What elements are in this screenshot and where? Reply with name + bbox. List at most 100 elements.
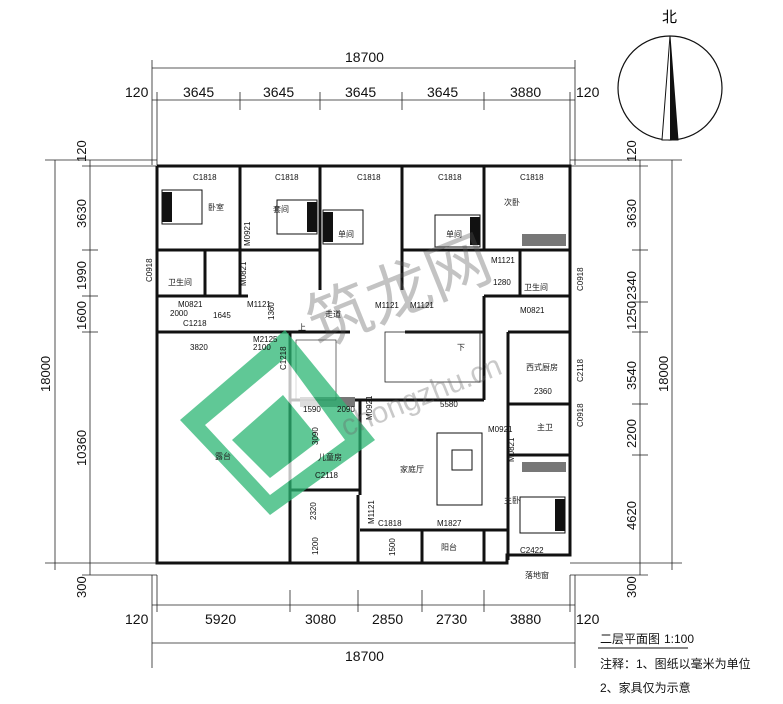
dim-code: 1500 [388, 538, 397, 556]
opening-codes: C1818 C1818 C1818 C1818 C1818 M0921 C091… [145, 173, 585, 556]
dim-code: 1590 [303, 405, 321, 414]
room-labels: 卧室 套间 单间 单间 次卧 卫生间 卫生间 走道 西式厨房 主卫 家庭厅 儿童… [168, 197, 558, 580]
right-dim-6: 4620 [624, 501, 639, 530]
drawing-title: 二层平面图 [600, 632, 660, 646]
window-code: C1818 [438, 173, 462, 182]
dim-code: 2000 [170, 309, 188, 318]
top-dimensions: 18700 120 3645 3645 3645 3645 3880 120 [125, 49, 600, 165]
bottom-dim-4: 2730 [436, 611, 467, 627]
stair-down-label: 下 [457, 343, 465, 352]
room-label-balcony: 阳台 [441, 542, 457, 552]
left-dimensions: 120 3630 1990 1600 10360 300 18000 [38, 140, 157, 598]
watermark-logo [180, 330, 375, 515]
dim-code: 1280 [493, 278, 511, 287]
door-code: M0821 [239, 261, 248, 286]
dim-code: 3090 [311, 427, 320, 445]
bed-icon [434, 214, 481, 248]
right-total-dim: 18000 [656, 356, 671, 392]
door-code: M1121 [410, 301, 434, 310]
right-dim-2: 2340 [624, 271, 639, 300]
window-code: C0918 [576, 267, 585, 291]
left-dim-3: 1600 [74, 301, 89, 330]
bottom-dim-5: 3880 [510, 611, 541, 627]
right-dim-0: 120 [624, 140, 639, 162]
bottom-total-dim: 18700 [345, 648, 384, 664]
left-dim-4: 10360 [74, 430, 89, 466]
left-dim-1: 3630 [74, 199, 89, 228]
right-dim-7: 300 [624, 576, 639, 598]
top-dim-1: 3645 [183, 84, 214, 100]
room-label-suite: 套间 [273, 204, 289, 214]
left-dim-0: 120 [74, 140, 89, 162]
bed-icon [322, 209, 364, 245]
dim-code: 2320 [309, 502, 318, 520]
window-code: C1818 [520, 173, 544, 182]
right-dim-3: 1250 [624, 301, 639, 330]
left-dim-5: 300 [74, 576, 89, 598]
dim-code: 1200 [311, 537, 320, 555]
door-code: M1827 [437, 519, 462, 528]
top-dim-4: 3645 [427, 84, 458, 100]
window-code: C2422 [520, 546, 544, 555]
top-dim-5: 3880 [510, 84, 541, 100]
window-code: C0918 [145, 258, 154, 282]
window-code: C1818 [193, 173, 217, 182]
dim-code: 2100 [253, 343, 271, 352]
top-dim-0: 120 [125, 84, 149, 100]
right-dim-1: 3630 [624, 199, 639, 228]
room-label-master-bath: 主卫 [537, 422, 553, 432]
window-code: C2118 [576, 358, 585, 382]
stair-up-label: 上 [298, 323, 306, 332]
bottom-dim-3: 2850 [372, 611, 403, 627]
window-code: C1818 [378, 519, 402, 528]
dim-code: 2360 [534, 387, 552, 396]
dim-code: 5580 [440, 400, 458, 409]
room-label-single-2: 单间 [446, 229, 462, 239]
note-line-2: 2、家具仅为示意 [600, 680, 691, 695]
drawing-scale: 1:100 [664, 632, 694, 646]
north-label: 北 [662, 9, 677, 26]
bottom-dim-0: 120 [125, 611, 149, 627]
room-label-bedroom: 卧室 [208, 202, 224, 212]
room-label-kitchen: 西式厨房 [526, 362, 558, 372]
right-dimensions: 120 3630 2340 1250 3540 2200 4620 300 18… [570, 140, 682, 598]
room-label-bay-window: 落地窗 [525, 570, 549, 580]
top-dim-3: 3645 [345, 84, 376, 100]
dim-code: 1360 [267, 302, 276, 320]
window-code: C0918 [576, 403, 585, 427]
window-code: C2118 [315, 471, 339, 480]
window-code: C1218 [183, 319, 207, 328]
room-label-secondary-bedroom: 次卧 [504, 197, 520, 207]
bed-icon [276, 199, 318, 235]
top-total-dim: 18700 [345, 49, 384, 65]
door-code: M0921 [243, 221, 252, 246]
top-dim-6: 120 [576, 84, 600, 100]
bed-icon [519, 496, 566, 534]
watermark-url: chongzhu.cn [336, 349, 506, 443]
bed-icon [161, 189, 203, 225]
bottom-dim-2: 3080 [305, 611, 336, 627]
bottom-dimensions: 120 5920 3080 2850 2730 3880 120 18700 [125, 575, 600, 668]
door-code: M0921 [488, 425, 513, 434]
room-label-child-room: 儿童房 [318, 452, 342, 462]
door-code: M0921 [365, 395, 374, 420]
window-code: C1818 [275, 173, 299, 182]
bottom-dim-6: 120 [576, 611, 600, 627]
note-line-1: 注释：1、图纸以毫米为单位 [600, 656, 751, 671]
right-dim-5: 2200 [624, 419, 639, 448]
door-code: M1121 [247, 300, 271, 309]
door-code: M2125 [253, 335, 278, 344]
door-code: M0821 [178, 300, 203, 309]
wardrobe-icon [522, 234, 566, 246]
dim-code: 2090 [337, 405, 355, 414]
door-code: M1121 [375, 301, 399, 310]
room-label-bath-right: 卫生间 [524, 282, 548, 292]
walls [155, 164, 572, 565]
door-code: M1121 [491, 256, 515, 265]
dim-code: 1645 [213, 311, 231, 320]
title-block: 二层平面图 1:100 注释：1、图纸以毫米为单位 2、家具仅为示意 [598, 632, 751, 695]
room-label-corridor: 走道 [325, 309, 341, 319]
door-code: M0821 [520, 306, 545, 315]
